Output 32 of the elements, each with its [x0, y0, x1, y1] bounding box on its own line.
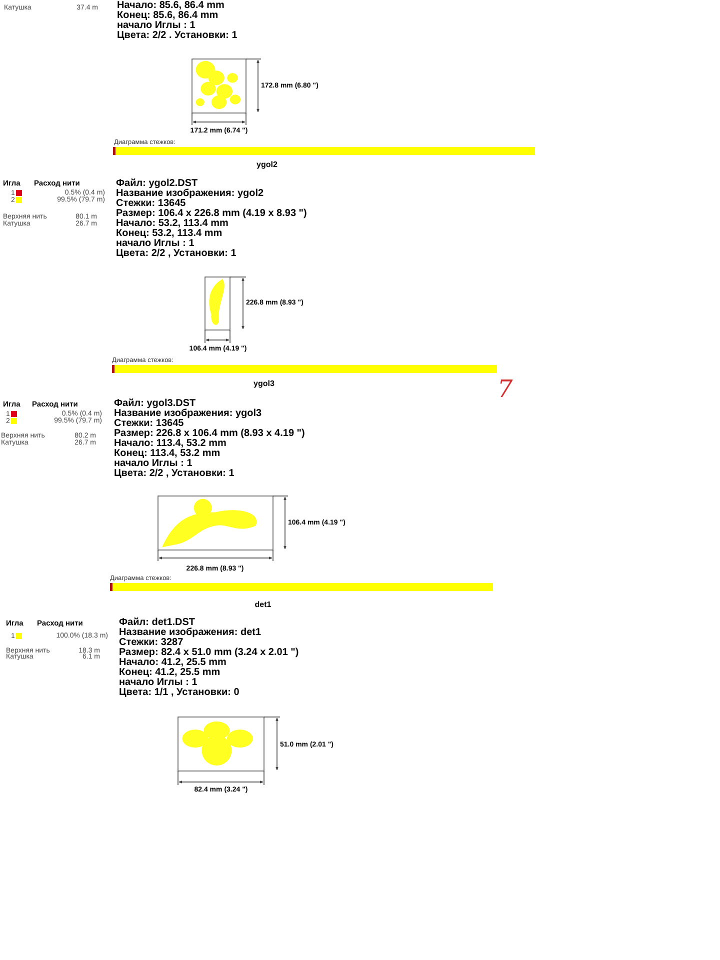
file-info-line: Название изображения: ygol2: [116, 189, 264, 199]
file-info-line: Цвета: 2/2 , Установки: 1: [114, 469, 234, 479]
file-info-line: начало Иглы : 1: [119, 678, 198, 688]
file-info-line: Цвета: 2/2 , Установки: 1: [116, 249, 236, 259]
file-info-line: Начало: 41.2, 25.5 mm: [119, 658, 226, 668]
file-info-line: Начало: 85.6, 86.4 mm: [117, 1, 224, 11]
file-info-line: Начало: 53.2, 113.4 mm: [116, 219, 228, 229]
design-name: ygol3: [254, 380, 274, 388]
file-info-line: начало Иглы : 1: [114, 459, 192, 469]
file-info-line: Конец: 41.2, 25.5 mm: [119, 668, 220, 678]
file-info-line: Название изображения: det1: [119, 628, 262, 638]
file-info-line: начало Иглы : 1: [116, 239, 194, 249]
file-info-line: Цвета: 2/2 . Установки: 1: [117, 31, 238, 41]
file-info-line: Стежки: 3287: [119, 638, 184, 648]
file-info-line: Файл: ygol2.DST: [116, 179, 198, 189]
file-info-line: Начало: 113.4, 53.2 mm: [114, 439, 226, 449]
file-info-line: Файл: ygol3.DST: [114, 399, 196, 409]
file-info-line: Размер: 82.4 x 51.0 mm (3.24 x 2.01 "): [119, 648, 299, 658]
file-info-line: Конец: 113.4, 53.2 mm: [114, 449, 220, 459]
file-info-line: начало Иглы : 1: [117, 21, 196, 31]
handwritten-mark: 7: [497, 377, 513, 401]
file-info-line: Конец: 53.2, 113.4 mm: [116, 229, 222, 239]
design-name: det1: [254, 601, 272, 609]
design-name: ygol2: [256, 161, 278, 169]
file-info-line: Файл: det1.DST: [119, 618, 196, 628]
file-info-line: Размер: 226.8 x 106.4 mm (8.93 x 4.19 "): [114, 429, 305, 439]
file-info-line: Цвета: 1/1 , Установки: 0: [119, 688, 240, 698]
file-info-line: Стежки: 13645: [116, 199, 186, 209]
file-info-line: Название изображения: ygol3: [114, 409, 262, 419]
file-info-line: Стежки: 13645: [114, 419, 184, 429]
file-info-line: Размер: 106.4 x 226.8 mm (4.19 x 8.93 "): [116, 209, 307, 219]
file-info-line: Конец: 85.6, 86.4 mm: [117, 11, 218, 21]
